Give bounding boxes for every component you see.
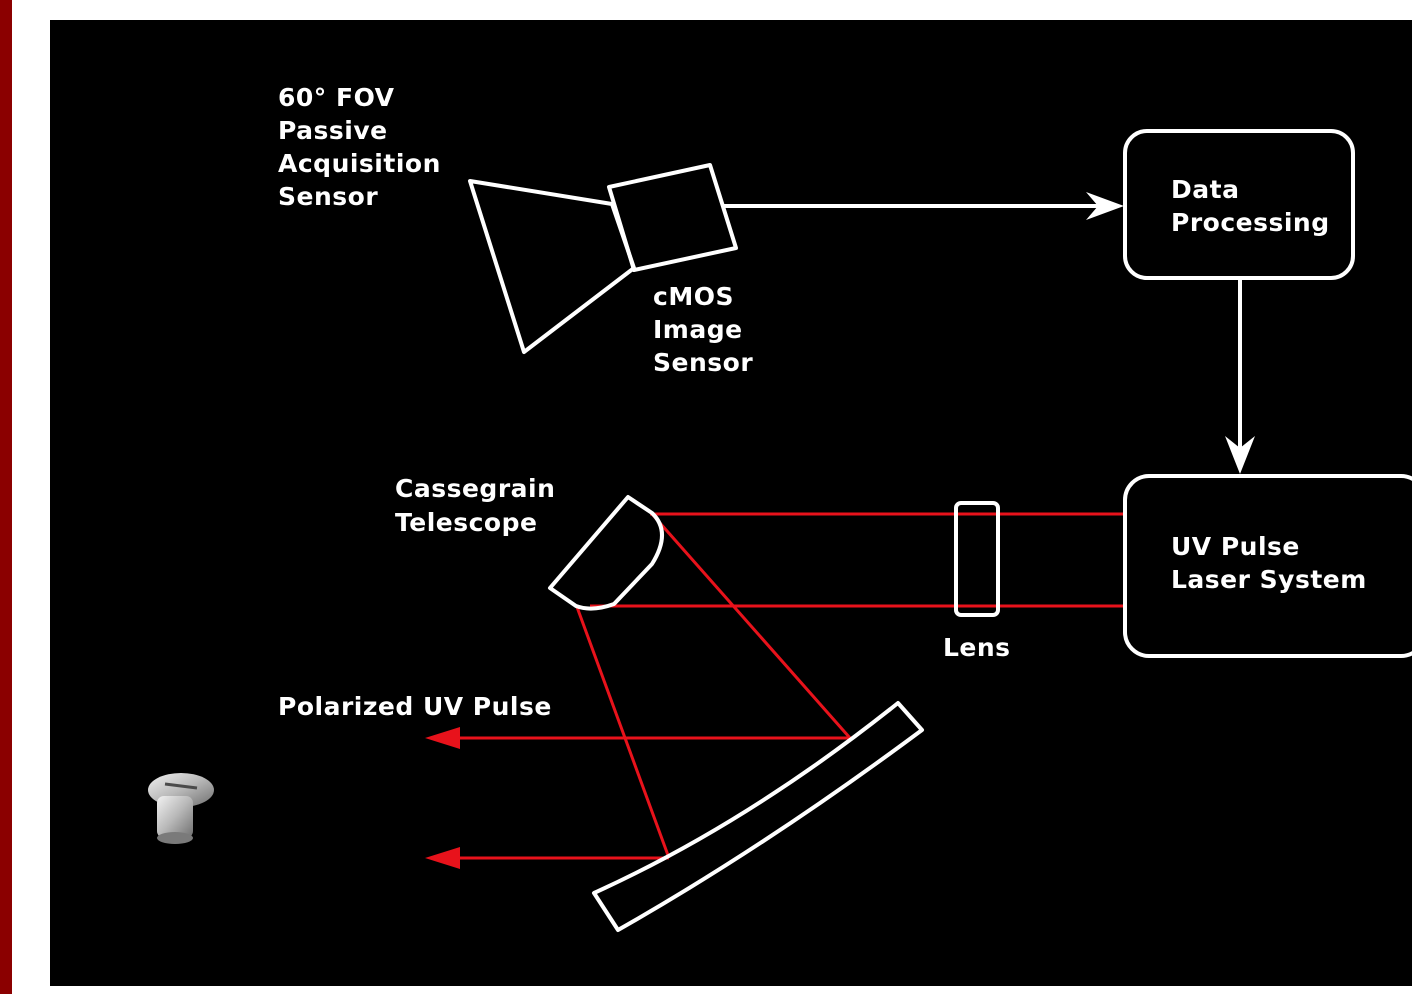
lens-element [956, 503, 998, 615]
beam-lower-diagonal [577, 607, 669, 858]
output-pulse-label: Polarized UV Pulse [278, 692, 552, 721]
output-beam-upper-arrowhead [425, 727, 460, 749]
acquisition-sensor-cone [470, 181, 634, 352]
data-processing-box [1125, 131, 1353, 278]
cassegrain-telescope [550, 497, 662, 609]
bolt-icon [148, 773, 214, 844]
laser-system-label: UV Pulse Laser System [1171, 532, 1367, 594]
telescope-label: Cassegrain Telescope [395, 474, 565, 537]
lens-label: Lens [943, 633, 1011, 662]
acquisition-sensor-label: 60° FOV Passive Acquisition Sensor [278, 83, 450, 211]
data-processing-label: Data Processing [1171, 175, 1330, 237]
cmos-sensor-label: cMOS Image Sensor [653, 282, 753, 377]
cmos-sensor-box [609, 165, 736, 270]
beam-upper-diagonal [652, 514, 850, 738]
output-beam-lower-arrowhead [425, 847, 460, 869]
